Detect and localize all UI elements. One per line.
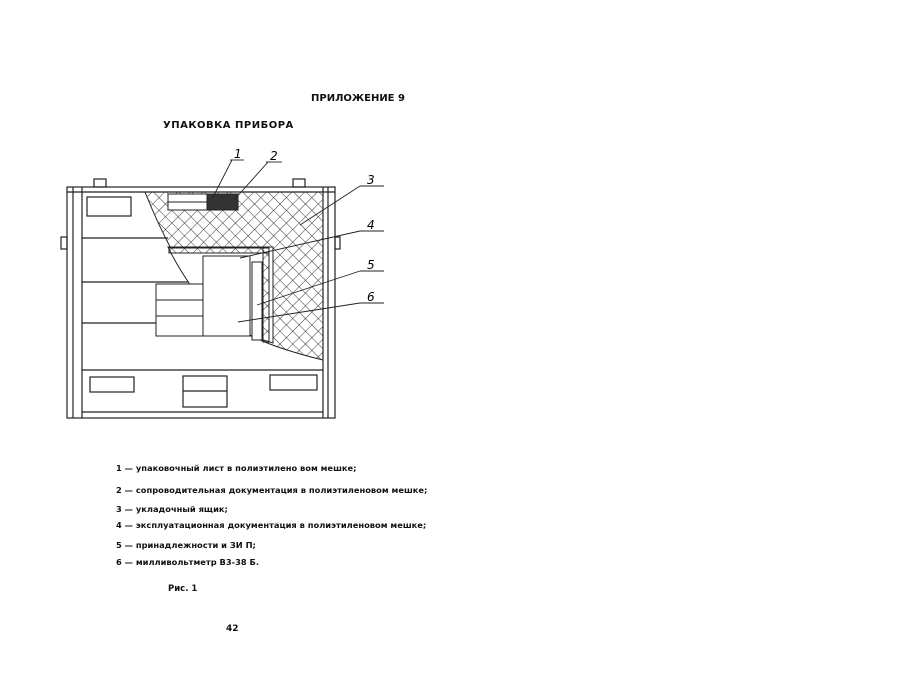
legend-item: 2 — сопроводительная документация в поли… [116, 485, 428, 495]
figure-caption: Рис. 1 [168, 584, 198, 594]
legend-item: 3 — укладочный ящик; [116, 504, 228, 514]
callout-2: 2 [270, 149, 278, 163]
page-title: УПАКОВКА ПРИБОРА [163, 120, 294, 131]
case-outline [60, 178, 341, 419]
callout-4: 4 [367, 218, 375, 232]
legend-item: 4 — эксплуатационная документация в поли… [116, 520, 427, 530]
callout-6: 6 [367, 290, 375, 304]
legend-item: 6 — милливольтметр В3-38 Б. [116, 557, 259, 567]
leader-lines [211, 159, 384, 323]
legend-item: 5 — принадлежности и ЗИ П; [116, 540, 256, 550]
callout-1: 1 [234, 147, 242, 161]
page-number: 42 [226, 624, 239, 634]
callout-5: 5 [367, 258, 375, 272]
legend-item: 1 — упаковочный лист в полиэтилено вом м… [116, 463, 357, 473]
callout-3: 3 [367, 173, 375, 187]
appendix-label: ПРИЛОЖЕНИЕ 9 [311, 93, 405, 104]
